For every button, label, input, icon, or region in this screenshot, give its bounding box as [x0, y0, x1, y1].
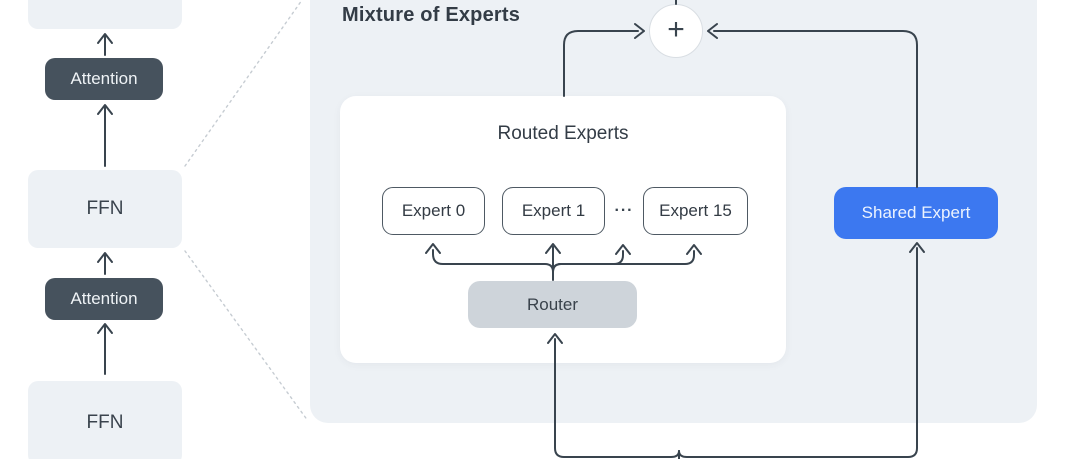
arrow-ffn-upper-to-attention-upper: [97, 104, 113, 167]
arrow-attention-upper-to-top: [97, 33, 113, 56]
transformer-block-partial: [28, 0, 182, 29]
arrow-ffn-lower-to-attention-lower: [97, 323, 113, 375]
attention-block-lower: Attention: [45, 278, 163, 320]
ffn-block-upper: FFN: [28, 170, 182, 248]
ffn-label: FFN: [86, 198, 124, 219]
ffn-block-lower: FFN: [28, 381, 182, 459]
expert-0-label: Expert 0: [401, 201, 466, 220]
plus-icon: +: [667, 13, 685, 46]
moe-panel-title: Mixture of Experts: [342, 4, 521, 26]
expert-1-label: Expert 1: [521, 201, 586, 220]
expert-15-label: Expert 15: [659, 201, 732, 220]
attention-label: Attention: [70, 289, 138, 308]
shared-expert-label: Shared Expert: [861, 203, 971, 222]
ffn-label: FFN: [86, 412, 124, 433]
router-label: Router: [526, 294, 579, 314]
expert-1-box: Expert 1: [502, 187, 605, 235]
shared-expert-box: Shared Expert: [834, 187, 998, 239]
zoom-guide-upper-dashed: [184, 0, 303, 167]
routed-experts-title: Routed Experts: [497, 123, 629, 144]
expert-15-box: Expert 15: [643, 187, 748, 235]
router-box: Router: [468, 281, 637, 328]
zoom-guide-lower-dashed: [184, 250, 309, 422]
sum-node: +: [649, 4, 703, 58]
expert-0-box: Expert 0: [382, 187, 485, 235]
attention-block-upper: Attention: [45, 58, 163, 100]
attention-label: Attention: [70, 69, 138, 88]
experts-ellipsis: ···: [614, 202, 634, 219]
arrow-attention-lower-to-ffn-upper: [97, 252, 113, 275]
